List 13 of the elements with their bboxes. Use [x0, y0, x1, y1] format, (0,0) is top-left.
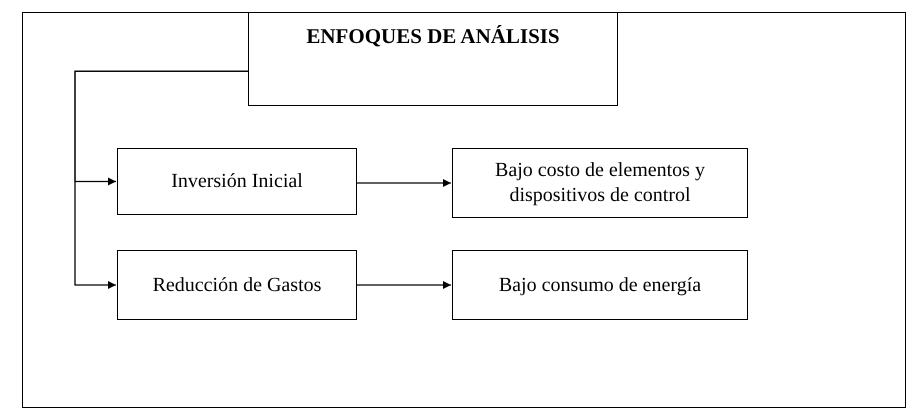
box-label: Bajo costo de elementos y dispositivos de control	[494, 158, 706, 208]
box-label: Inversión Inicial	[171, 169, 303, 194]
text-box	[248, 12, 618, 106]
text-box	[117, 148, 357, 215]
text-box	[117, 250, 357, 320]
arrow	[74, 70, 248, 289]
box-label: Reducción de Gastos	[152, 272, 322, 298]
box-label: Bajo consumo de energía	[498, 272, 702, 298]
box-heading: ENFOQUES DE ANÁLISIS	[306, 23, 560, 50]
arrow	[357, 281, 451, 289]
text-box	[452, 148, 748, 218]
arrow	[357, 179, 451, 187]
text-box	[452, 250, 748, 320]
